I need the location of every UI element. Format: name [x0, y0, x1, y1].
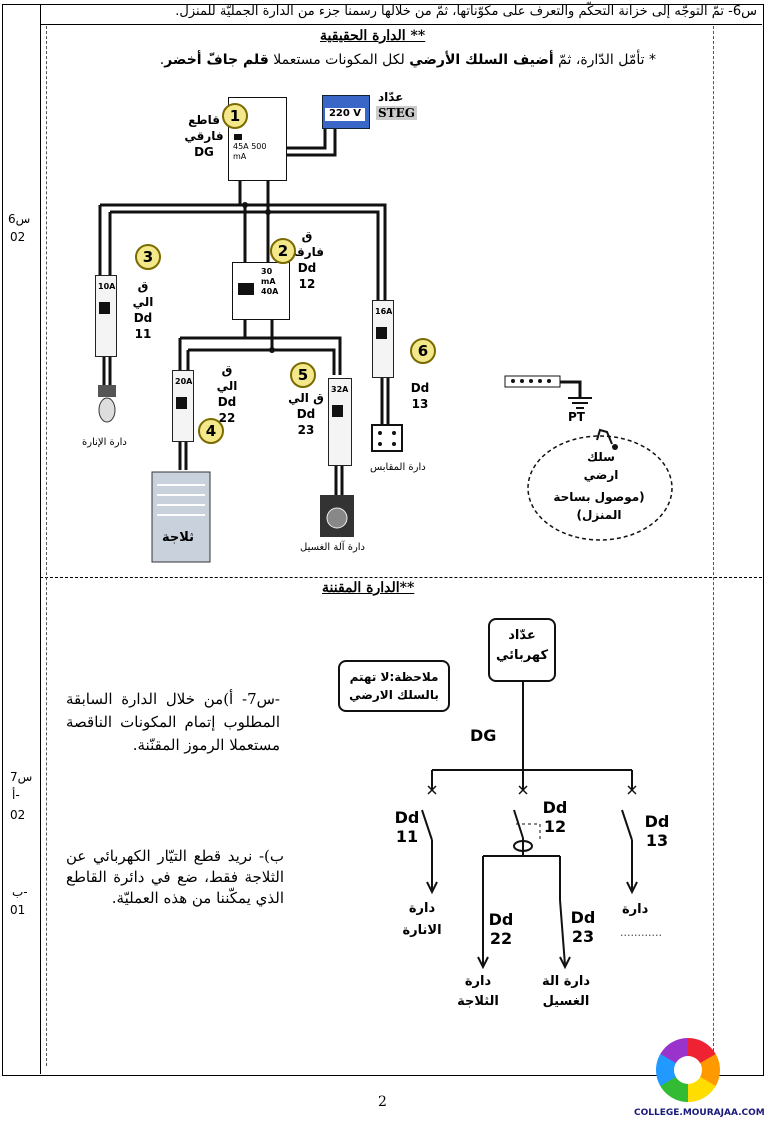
instruction-mid: لكل المكونات مستعملا [268, 52, 410, 68]
inner-frame [46, 26, 714, 1066]
real-circuit-wiring [98, 120, 673, 563]
q7-b-text: ب)- نريد قطع التيّار الكهربائي عن الثلاج… [66, 847, 284, 907]
left-column-divider [40, 4, 41, 1074]
dd12-rating: 30 mA 40A [261, 267, 279, 296]
margin-q7-b-points: 01 [10, 903, 26, 917]
lighting-caption: دارة الإنارة [82, 437, 127, 448]
num-2: 2 [270, 238, 296, 264]
dd12-breaker: 30 mA 40A [232, 262, 290, 320]
margin-q6-points: 02 [10, 230, 26, 244]
dd22-switch [176, 397, 187, 409]
sym-blank-dots: ............ [620, 926, 662, 939]
meter-brand: STEG [376, 106, 417, 120]
earth-wire-label: سلك ارضي [583, 450, 619, 482]
page-number: 2 [378, 1094, 387, 1110]
meter-voltage: 220 V [325, 108, 365, 121]
note-box: ملاحظة:لا تهتم بالسلك الارضي [338, 660, 450, 712]
meter-box: عدّاد كهربائي [488, 618, 556, 682]
dd13-rating: 16A [375, 307, 393, 316]
sym-dg-label: DG [470, 726, 497, 745]
dd22-rating: 20A [175, 377, 193, 386]
dd23-label: ق الي Dd 23 [288, 391, 324, 437]
meter: 220 V [322, 95, 370, 129]
outlets-caption: دارة المقابس [370, 462, 426, 473]
margin-q7-b: ب- [12, 885, 28, 899]
num-1: 1 [222, 103, 248, 129]
dd22-label: ق الي Dd 22 [216, 363, 238, 425]
dd11-breaker: 10A [95, 275, 117, 357]
sym-circuit13-caption: دارة [622, 902, 649, 917]
header-divider [40, 24, 762, 25]
fridge-caption: ثلاجة [162, 530, 195, 545]
num-6: 6 [410, 338, 436, 364]
sym-dd22-label: Dd 22 [488, 910, 514, 948]
margin-q7-a: أ- [12, 788, 20, 802]
dd22-breaker: 20A [172, 370, 194, 442]
sym-fridge-caption: دارة الثلاجة [457, 974, 499, 1009]
section-divider [40, 577, 762, 578]
dd13-switch [376, 327, 387, 339]
q7-a-text: -س7- أ)من خلال الدارة السابقة المطلوب إت… [66, 690, 280, 754]
margin-q7: س7 [10, 770, 33, 784]
dd12-switch [238, 283, 254, 295]
margin-q7-a-points: 02 [10, 808, 26, 822]
site-logo [656, 1038, 720, 1102]
sym-dd11-label: Dd 11 [394, 808, 420, 846]
dd23-switch [332, 405, 343, 417]
meter-label: عدّاد [378, 90, 404, 104]
question-6-text: س6- تمّ التوجّه إلى خزانة التحكّم والتعر… [175, 4, 757, 19]
sym-dd13-label: Dd 13 [644, 812, 670, 850]
washer-caption: دارة آلة الغسيل [300, 542, 366, 553]
site-logo-center [674, 1056, 702, 1084]
dd23-breaker: 32A [328, 378, 352, 466]
dd11-label: ق الي Dd 11 [132, 279, 154, 341]
margin-q6: س6 [8, 212, 31, 226]
real-circuit-instruction: * تأمّل الدّارة، ثمّ أضيف السلك الأرضي ل… [96, 52, 656, 68]
sym-dd23-label: Dd 23 [570, 908, 596, 946]
sym-dd12-label: Dd 12 [542, 798, 568, 836]
page-frame [2, 4, 764, 1076]
sym-washer-caption: دارة الة الغسيل [541, 974, 591, 1009]
instruction-end: . [159, 52, 165, 68]
num-4: 4 [198, 418, 224, 444]
symbolic-circuit-title: **الدارة المقننة [322, 580, 415, 596]
instruction-prefix: * تأمّل الدّارة، ثمّ [553, 52, 656, 68]
instruction-bold-2: قلم جافّ أخضر [164, 52, 269, 68]
instruction-bold-1: أضيف السلك الأرضي [409, 52, 554, 68]
dd13-label: Dd 13 [410, 381, 430, 411]
earth-note: (موصول بساحة المنزل) [553, 490, 645, 522]
num-3: 3 [135, 244, 161, 270]
dd23-rating: 32A [331, 385, 349, 394]
dd11-switch [99, 302, 110, 314]
dd11-rating: 10A [98, 282, 116, 291]
pt-label: PT [568, 410, 585, 424]
site-url: COLLEGE.MOURAJAA.COM [634, 1108, 765, 1118]
dg-label: قاطع فارقي DG [184, 113, 224, 159]
real-circuit-title: ** الدارة الحقيقية [320, 28, 426, 44]
sym-lighting-caption: دارة الانارة [402, 901, 442, 938]
dg-switch [234, 134, 242, 140]
dd13-breaker: 16A [372, 300, 394, 378]
dg-rating: 45A 500 mA [233, 142, 267, 161]
num-5: 5 [290, 362, 316, 388]
